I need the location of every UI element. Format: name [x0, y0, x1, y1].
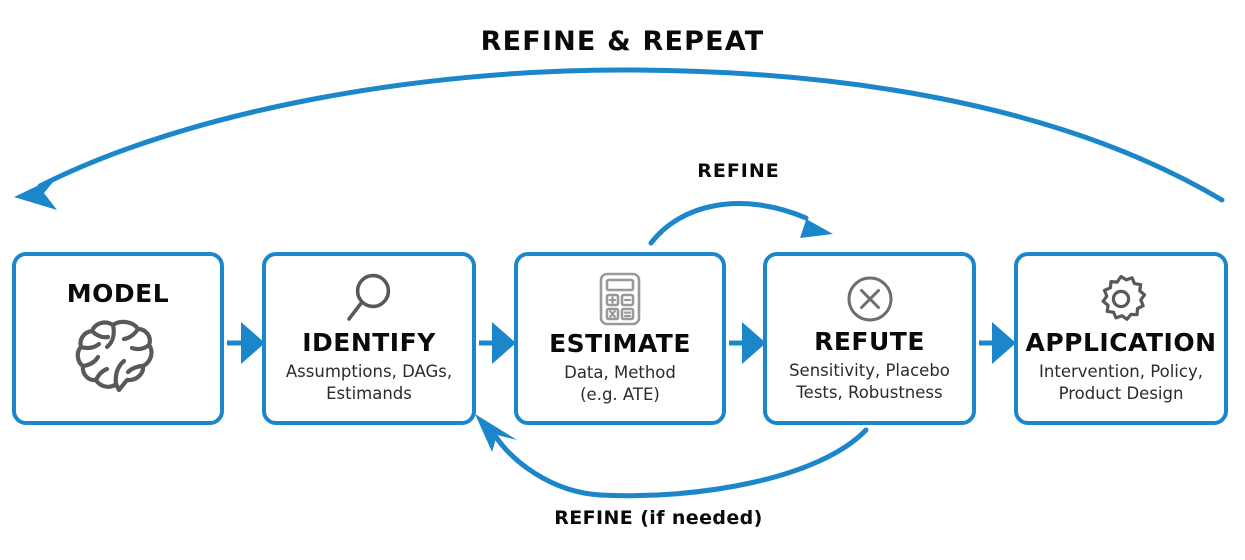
refine-repeat-arc: [14, 67, 1225, 210]
refine-repeat-label: REFINE & REPEAT: [480, 26, 765, 57]
gear-icon: [1094, 272, 1148, 326]
stage-box-estimate[interactable]: ESTIMATE Data, Method (e.g. ATE): [514, 252, 726, 425]
stage-title-application: APPLICATION: [1025, 328, 1217, 358]
calculator-icon: [597, 271, 643, 327]
connector-estimate-to-refute: [729, 322, 766, 364]
stage-box-identify[interactable]: IDENTIFY Assumptions, DAGs, Estimands: [262, 252, 476, 425]
stage-title-estimate: ESTIMATE: [549, 329, 691, 359]
stage-subtitle-application: Intervention, Policy, Product Design: [1039, 362, 1203, 404]
stage-title-model: MODEL: [66, 279, 170, 309]
stage-subtitle-refute: Sensitivity, Placebo Tests, Robustness: [789, 361, 950, 403]
refine-if-needed-label: REFINE (if needed): [554, 507, 763, 529]
magnifier-icon: [343, 272, 395, 326]
stage-box-application[interactable]: APPLICATION Intervention, Policy, Produc…: [1014, 252, 1228, 425]
refine-arc: [648, 201, 833, 246]
refine-needed-arc: [475, 414, 869, 499]
refine-label: REFINE: [697, 160, 780, 182]
stage-title-identify: IDENTIFY: [302, 328, 436, 358]
stage-box-model[interactable]: MODEL: [12, 252, 224, 425]
connector-identify-to-estimate: [479, 322, 516, 364]
stage-box-refute[interactable]: REFUTE Sensitivity, Placebo Tests, Robus…: [763, 252, 976, 425]
stage-subtitle-estimate: Data, Method (e.g. ATE): [564, 363, 676, 405]
stage-title-refute: REFUTE: [814, 327, 925, 357]
connector-refute-to-application: [979, 322, 1016, 364]
stage-subtitle-identify: Assumptions, DAGs, Estimands: [285, 362, 453, 404]
connector-model-to-identify: [227, 322, 265, 364]
x-circle-icon: [844, 273, 896, 325]
brain-icon: [75, 316, 161, 396]
